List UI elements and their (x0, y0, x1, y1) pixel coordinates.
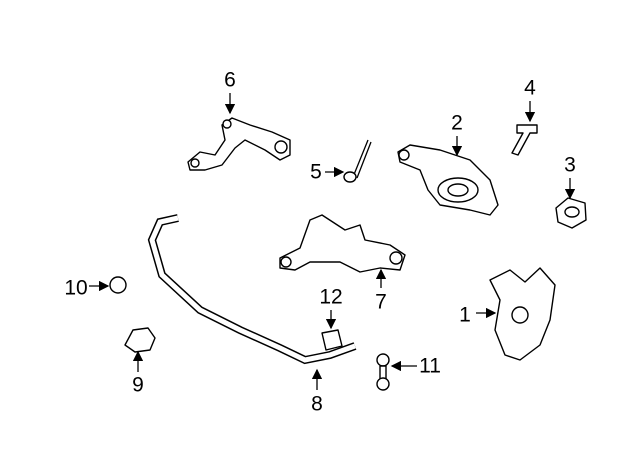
steering-knuckle-part[interactable] (489, 267, 556, 361)
callout-6[interactable]: 6 (224, 68, 236, 92)
callout-10[interactable]: 10 (64, 276, 88, 300)
cam-bolt-part[interactable] (343, 139, 372, 183)
bolt-part[interactable] (511, 124, 538, 156)
lower-control-arm-part[interactable] (397, 144, 499, 216)
callout-12[interactable]: 12 (319, 285, 343, 309)
callout-4[interactable]: 4 (524, 76, 536, 100)
callout-5[interactable]: 5 (310, 160, 322, 184)
upper-control-arm-part[interactable] (187, 117, 291, 171)
callout-arrows (89, 93, 576, 390)
bushing-part[interactable] (555, 197, 587, 229)
callout-7[interactable]: 7 (375, 290, 387, 314)
stabilizer-bar-part[interactable] (147, 214, 357, 365)
callout-3[interactable]: 3 (564, 153, 576, 177)
callout-9[interactable]: 9 (132, 373, 144, 397)
stabilizer-bushing-part[interactable] (321, 329, 343, 351)
lower-arm-part[interactable] (279, 214, 406, 273)
callout-11[interactable]: 11 (419, 354, 441, 378)
stabilizer-link-part[interactable] (376, 353, 390, 391)
nut-part[interactable] (109, 276, 127, 294)
bracket-part[interactable] (124, 327, 156, 353)
callout-8[interactable]: 8 (311, 392, 323, 416)
callout-2[interactable]: 2 (451, 111, 463, 135)
callout-1[interactable]: 1 (459, 303, 471, 327)
